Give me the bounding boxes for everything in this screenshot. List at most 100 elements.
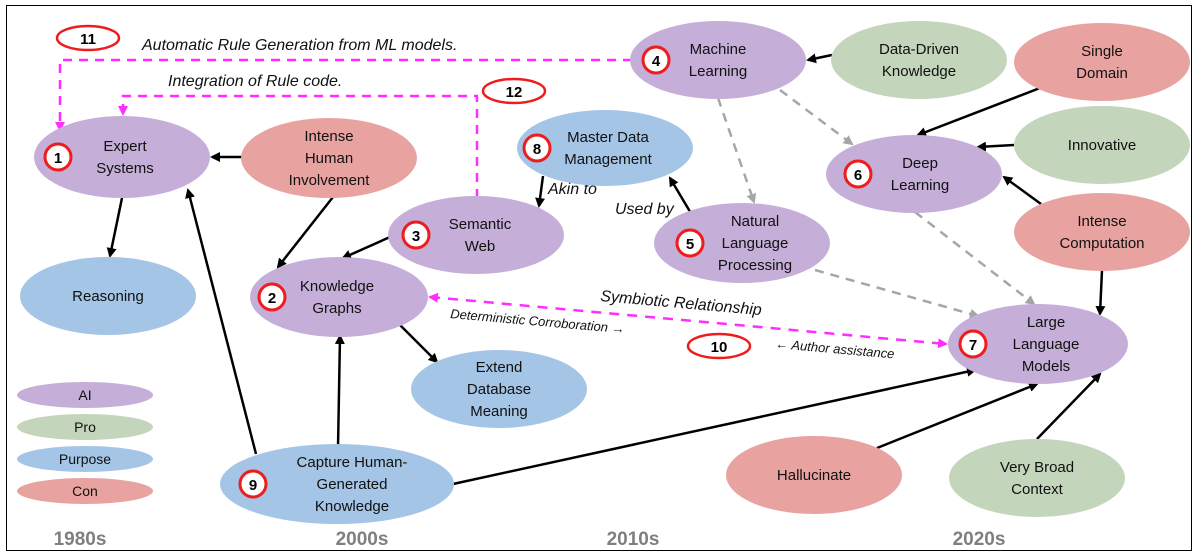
edge-kg-to-extend-db — [399, 324, 439, 364]
legend-label: AI — [78, 387, 91, 403]
node-shape — [411, 350, 587, 428]
node-label: Intense — [304, 128, 353, 145]
node-shape — [1014, 23, 1190, 101]
node-label: Semantic — [449, 216, 512, 233]
nodes-layer: ExpertSystems1KnowledgeGraphs2SemanticWe… — [20, 21, 1190, 524]
node-shape — [1014, 193, 1190, 271]
number-badge: 8 — [522, 133, 552, 163]
edge-capture-to-expert — [185, 188, 258, 455]
node-shape — [630, 21, 806, 99]
edge-ml-to-nlp — [716, 97, 757, 204]
edge-computation-to-dl — [1002, 175, 1042, 206]
edge-data-driven-to-ml — [806, 53, 833, 64]
edge-innovative-to-dl — [976, 141, 1015, 152]
node-label: Graphs — [312, 300, 361, 317]
edge-expert-to-reasoning — [106, 197, 124, 258]
number-badge-label: 9 — [249, 477, 257, 494]
label-author-assistance: ← Author assistance — [775, 336, 895, 361]
era-label: 2020s — [953, 529, 1006, 550]
callout-10: 10 — [686, 332, 752, 360]
legend-swatch — [17, 382, 153, 408]
number-badge: 1 — [43, 142, 73, 172]
callout-11-label: 11 — [80, 31, 96, 48]
node-shape — [948, 304, 1128, 384]
node-label: Natural — [731, 213, 779, 230]
era-axis: 1980s 2000s 2010s 2020s — [54, 529, 1006, 550]
node-label: Single — [1081, 43, 1123, 60]
node-label: Expert — [103, 138, 147, 155]
node-label: Models — [1022, 358, 1070, 375]
edge-nlp-used-by-mdm — [668, 176, 694, 216]
legend-swatch — [17, 478, 153, 504]
node-label: Capture Human- — [297, 454, 408, 471]
number-badge: 7 — [958, 329, 988, 359]
label-deterministic-corroboration: Deterministic Corroboration → — [450, 306, 625, 336]
label-used-by: Used by — [615, 201, 675, 218]
edge-symbiotic-relationship — [428, 292, 948, 349]
node-label: Language — [722, 235, 789, 252]
node-label: Learning — [689, 63, 747, 80]
node-hallucinate: Hallucinate — [726, 436, 902, 514]
node-shape — [726, 436, 902, 514]
node-label: Very Broad — [1000, 459, 1074, 476]
number-badge-label: 2 — [268, 290, 276, 307]
number-badge-label: 3 — [412, 228, 420, 245]
number-badge: 9 — [238, 469, 268, 499]
callout-12: 12 — [481, 77, 547, 105]
label-auto-rule-generation: Automatic Rule Generation from ML models… — [141, 37, 457, 54]
node-label: Language — [1013, 336, 1080, 353]
node-label: Deep — [902, 155, 938, 172]
legend-label: Con — [72, 483, 98, 499]
era-label: 1980s — [54, 529, 107, 550]
edge-computation-to-llm — [1095, 269, 1106, 316]
number-badge-label: 1 — [54, 150, 62, 167]
node-label: Meaning — [470, 403, 528, 420]
label-integration-rule-code: Integration of Rule code. — [168, 73, 342, 90]
node-label: Knowledge — [300, 278, 374, 295]
node-label: Processing — [718, 257, 792, 274]
node-label: Context — [1011, 481, 1064, 498]
node-shape — [1014, 106, 1190, 184]
legend-item-con: Con — [17, 478, 153, 504]
edge-human-to-kg — [276, 196, 334, 269]
edge-ml-to-deep-learning — [779, 89, 854, 146]
number-badge-label: 4 — [652, 53, 661, 70]
node-shape — [949, 439, 1125, 517]
edge-mdm-akin-semantic — [535, 175, 546, 208]
node-label: Management — [564, 151, 652, 168]
node-shape — [250, 257, 428, 337]
callout-11: 11 — [55, 24, 121, 52]
legend-label: Pro — [74, 419, 96, 435]
node-shape — [831, 21, 1007, 99]
number-badge: 3 — [401, 220, 431, 250]
node-label: Human — [305, 150, 353, 167]
node-label: Involvement — [289, 172, 371, 189]
node-shape — [654, 203, 830, 283]
node-label: Hallucinate — [777, 467, 851, 484]
legend-item-pro: Pro — [17, 414, 153, 440]
node-shape — [34, 116, 210, 198]
node-shape — [388, 196, 564, 274]
number-badge: 2 — [257, 282, 287, 312]
node-label: Master Data — [567, 129, 649, 146]
edge-broad-context-to-llm — [1036, 372, 1102, 440]
edge-capture-to-kg — [334, 334, 345, 449]
node-innovative: Innovative — [1014, 106, 1190, 184]
node-shape — [517, 110, 693, 186]
number-badge-label: 7 — [969, 337, 977, 354]
node-label: Knowledge — [315, 498, 389, 515]
era-label: 2000s — [336, 529, 389, 550]
node-label: Intense — [1077, 213, 1126, 230]
node-shape — [220, 444, 454, 524]
